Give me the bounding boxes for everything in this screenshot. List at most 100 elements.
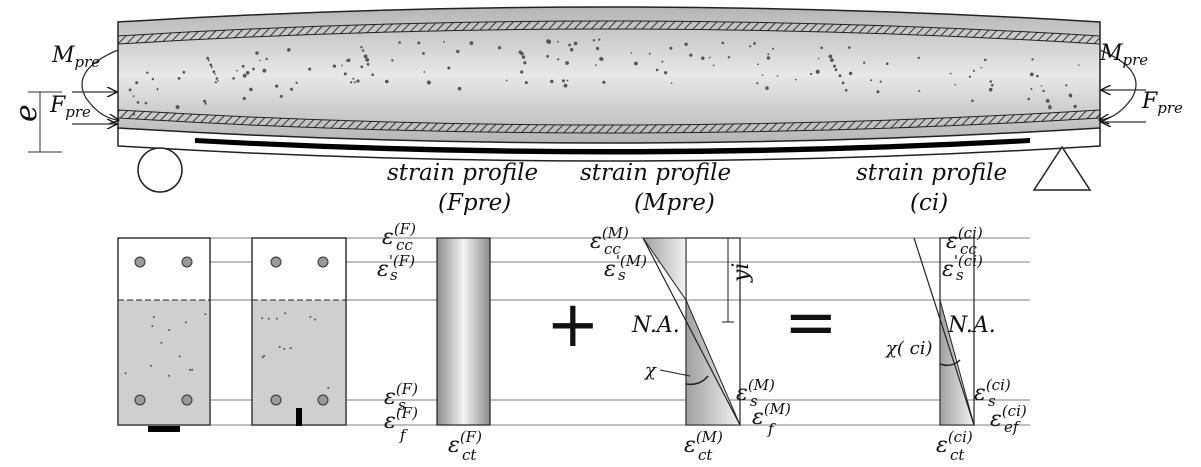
aggregate-dot [249, 87, 253, 92]
aggregate-dot [833, 64, 836, 68]
aggregate-dot [972, 69, 976, 72]
aggregate-dot [520, 70, 524, 74]
aggregate-dot [595, 64, 597, 66]
frp-plate-icon [148, 426, 180, 432]
aggregate-dot [848, 46, 851, 49]
aggregate-dot [664, 71, 668, 75]
ci-strain-profile: strain profile (ci) N.A. χ( ci) ε(ci) cc… [856, 160, 1027, 464]
aggregate-dot [523, 61, 527, 65]
aggregate-dot [983, 58, 987, 62]
aggregate-dot [242, 73, 247, 78]
svg-text:ct: ct [950, 446, 965, 464]
aggregate-dot [175, 105, 180, 110]
aggregate-dot [749, 45, 752, 48]
plus-sign: + [546, 288, 600, 362]
aggregate-dot [215, 77, 219, 80]
svg-text:s: s [618, 266, 626, 284]
aggregate-dot [954, 83, 957, 86]
svg-text:ε(M): ε(M) [684, 428, 723, 458]
svg-text:ε(ci): ε(ci) [946, 224, 983, 254]
svg-text:ε(ci): ε(ci) [974, 376, 1011, 406]
aggregate-dot [443, 40, 445, 43]
section-aggregate-dot [191, 368, 194, 371]
aggregate-dot [209, 63, 213, 67]
aggregate-dot [398, 41, 401, 44]
aggregate-dot [128, 88, 132, 92]
aggregate-dot [241, 64, 245, 68]
svg-text:strain profile: strain profile [856, 160, 1007, 186]
left-force-label: Fpre [49, 93, 91, 121]
equals-sign: = [784, 286, 838, 360]
aggregate-dot [980, 66, 983, 69]
aggregate-dot [287, 48, 291, 52]
aggregate-dot [360, 65, 364, 69]
aggregate-dot [841, 81, 845, 85]
aggregate-dot [521, 55, 526, 59]
aggregate-dot [341, 64, 343, 67]
aggregate-dot [870, 79, 873, 82]
aggregate-dot [252, 67, 255, 71]
beam: Mpre Fpre Mpre Fpre e [9, 6, 1183, 193]
section-aggregate-dot [160, 341, 163, 344]
svg-text:ε(M): ε(M) [590, 224, 629, 254]
svg-text:s: s [956, 266, 964, 284]
section-aggregate-dot [178, 355, 181, 358]
aggregate-dot [848, 71, 853, 76]
aggregate-dot [217, 80, 219, 82]
aggregate-dot [385, 79, 389, 84]
aggregate-dot [232, 77, 235, 80]
section-aggregate-dot [150, 364, 152, 367]
svg-text:s: s [750, 392, 758, 410]
aggregate-dot [259, 59, 261, 62]
neutral-axis-label-ci: N.A. [947, 313, 996, 338]
top-bar-icon [317, 256, 329, 268]
svg-text:ε(M): ε(M) [736, 376, 775, 406]
aggregate-dot [885, 62, 889, 65]
aggregate-dot [146, 71, 149, 74]
aggregate-dot [776, 75, 779, 77]
concrete-aggregate [128, 38, 1080, 116]
aggregate-dot [879, 80, 882, 83]
top-bar-icon [181, 256, 193, 268]
aggregate-dot [182, 70, 186, 74]
svg-text:ε(F): ε(F) [384, 404, 418, 434]
chi-ci-label: χ( ci) [884, 338, 933, 359]
top-rebar-layer [117, 20, 1101, 45]
aggregate-dot [817, 57, 820, 60]
aggregate-dot [210, 66, 213, 69]
aggregate-dot [363, 54, 368, 59]
left-moment-label: Mpre [51, 43, 100, 71]
aggregate-dot [546, 39, 551, 44]
aggregate-dot [1040, 85, 1043, 87]
aggregate-dot [550, 79, 554, 84]
aggregate-dot [177, 77, 181, 80]
section-aggregate-dot [284, 312, 287, 315]
pin-support [1032, 145, 1092, 191]
aggregate-dot [863, 61, 866, 64]
aggregate-dot [661, 60, 664, 63]
aggregate-dot [262, 68, 267, 73]
section-aggregate-dot [184, 321, 187, 324]
aggregate-dot [236, 69, 239, 72]
section-aggregate-dot [204, 313, 207, 316]
aggregate-dot [1029, 72, 1034, 77]
aggregate-dot [600, 57, 604, 61]
section-aggregate-dot [267, 317, 270, 320]
aggregate-dot [766, 56, 771, 60]
beam-soffit [117, 128, 1101, 162]
aggregate-dot [242, 96, 246, 101]
section-aggregate-dot [278, 346, 281, 348]
aggregate-dot [456, 49, 460, 54]
curvature-arc-icon [685, 375, 709, 386]
aggregate-dot [422, 52, 425, 55]
svg-text:(ci): (ci) [910, 190, 948, 216]
mpre-compression-triangle [642, 237, 687, 302]
aggregate-dot [767, 53, 770, 56]
aggregate-dot [670, 82, 673, 84]
aggregate-dot [753, 42, 756, 45]
svg-text:ef: ef [1004, 418, 1021, 436]
aggregate-dot [524, 81, 528, 85]
aggregate-dot [876, 90, 880, 94]
aggregate-dot [917, 56, 920, 60]
section-aggregate-dot [151, 325, 154, 328]
